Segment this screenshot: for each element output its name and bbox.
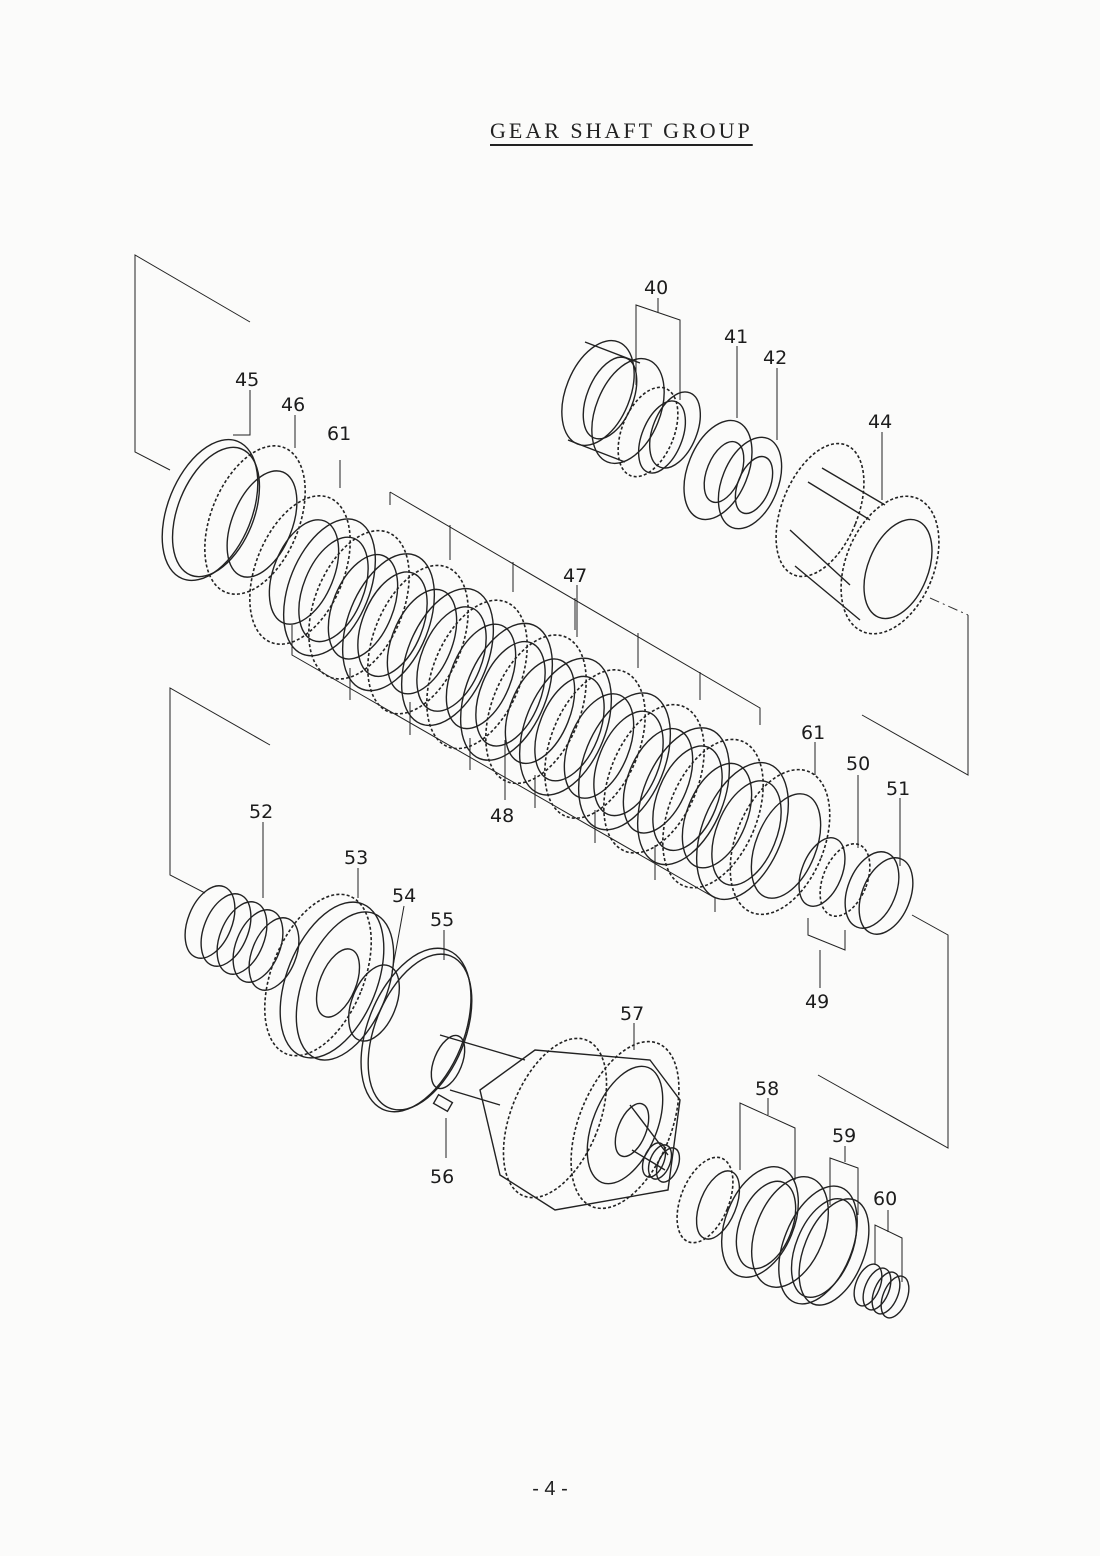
bearing-cup-icon [778,1185,870,1306]
clutch-disc [282,518,377,657]
callout-52: 52 [249,801,273,823]
clutch-disc-bore [298,536,369,643]
page-number: - 4 - [532,1478,568,1500]
spring-coil [880,1275,910,1319]
bearing-cup-icon [561,339,665,465]
clutch-disc-bore [652,745,723,852]
gear-shaft-icon [430,1034,681,1211]
callout-41: 41 [724,326,748,348]
callout-54: 54 [392,885,416,907]
roller-bearing-icon [617,386,702,478]
spring-coil [200,893,252,967]
clutch-disc [485,634,587,785]
clutch-disc [695,761,790,901]
callout-47: 47 [563,565,587,587]
clutch-disc [308,529,410,680]
clutch-disc [662,738,764,889]
page-title: GEAR SHAFT GROUP [490,118,753,143]
callout-42: 42 [763,347,787,369]
thrust-washer-icon [683,419,783,530]
clutch-disc-bore [416,606,487,712]
end-plate-icon [204,445,306,595]
clutch-disc-bore [357,571,428,678]
clutch-disc-bore [593,710,664,817]
clutch-disc [544,669,646,819]
spring-coil [184,885,236,959]
clutch-disc [459,622,554,761]
callout-46: 46 [281,394,305,416]
clutch-disc-bore [268,519,340,625]
piston-icon [263,893,395,1061]
clutch-disc [400,587,495,727]
roller-bearing-icon [676,1156,829,1288]
callout-61-upper: 61 [327,423,351,445]
spring-coil [216,901,268,975]
callout-45: 45 [235,369,259,391]
clutch-disc [367,564,469,715]
coil-spring-icon [853,1263,910,1319]
snap-ring-icon [161,438,261,582]
clutch-disc-bore [475,640,546,747]
spring-coil [232,909,284,983]
snap-ring-icon [347,947,473,1113]
callout-56: 56 [430,1166,454,1188]
spring-coil [853,1263,883,1307]
thrust-washer-icon [798,837,914,951]
clutch-disc [341,553,436,692]
clutch-disc [636,727,731,866]
clutch-disc [577,692,672,831]
spring-coil [248,917,300,991]
callout-44: 44 [868,411,892,433]
spring-coil [871,1271,901,1315]
clutch-disc-icon [249,495,790,901]
callout-58: 58 [755,1078,779,1100]
callout-55: 55 [430,909,454,931]
pin-icon [432,1093,454,1158]
callout-50: 50 [846,753,870,775]
callout-53: 53 [344,847,368,869]
callout-51: 51 [886,778,910,800]
clutch-pack-bracket [291,491,761,912]
callout-59: 59 [832,1125,856,1147]
callout-40: 40 [644,277,668,299]
callout-60: 60 [873,1188,897,1210]
end-plate-icon [729,768,831,916]
leader-lines [233,298,903,1282]
spring-coil [862,1267,892,1311]
helical-gear-icon [775,442,940,635]
callout-49: 49 [805,991,829,1013]
clutch-disc-bore [711,780,782,886]
callout-labels: 40 41 42 44 45 46 61 47 48 61 50 51 49 5… [235,277,910,1210]
clutch-disc-bore [534,675,605,782]
coil-spring-icon [184,885,300,991]
callout-57: 57 [620,1003,644,1025]
assembly-outline [134,254,969,1149]
callout-61-lower: 61 [801,722,825,744]
clutch-disc [426,599,528,750]
clutch-disc [518,657,613,796]
clutch-disc [249,495,351,645]
callout-48: 48 [490,805,514,827]
clutch-disc [603,703,705,854]
